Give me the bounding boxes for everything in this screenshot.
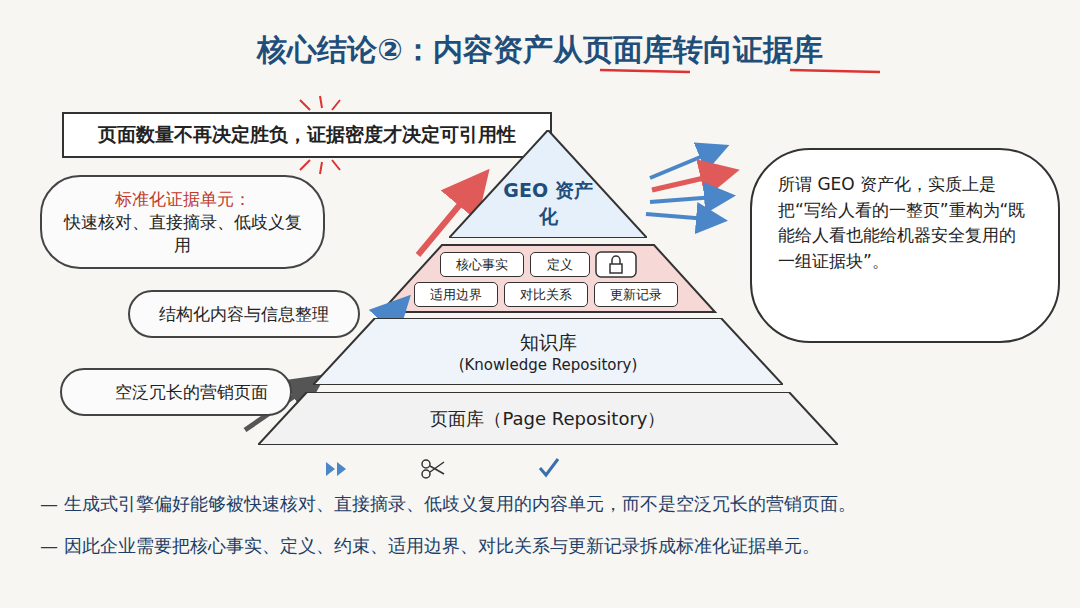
summary-line: — 生成式引擎偏好能够被快速核对、直接摘录、低歧义复用的内容单元，而不是空泛冗长… bbox=[40, 492, 856, 516]
node-text: 标准化证据单元： bbox=[115, 188, 251, 211]
thought-cloud: 结构化内容与信息整理 bbox=[128, 290, 360, 338]
evidence-chip: 适用边界 bbox=[414, 282, 498, 307]
node-subtext: (Knowledge Repository) bbox=[459, 356, 638, 374]
node-text: 对比关系 bbox=[520, 286, 572, 304]
node-text: 页面库（Page Repository） bbox=[430, 407, 665, 431]
pyramid-top: GEO 资产化 bbox=[449, 130, 647, 238]
node-text: 定义 bbox=[547, 256, 573, 274]
diagram-title: 核心结论②：内容资产从页面库转向证据库 bbox=[0, 30, 1080, 71]
node-text: 结构化内容与信息整理 bbox=[159, 303, 329, 326]
node-text: 更新记录 bbox=[610, 286, 662, 304]
evidence-chip: 定义 bbox=[530, 252, 590, 277]
node-subtext: 快速核对、直接摘录、低歧义复用 bbox=[60, 211, 305, 257]
node-text: 适用边界 bbox=[430, 286, 482, 304]
node-text: 页面数量不再决定胜负，证据密度才决定可引用性 bbox=[98, 122, 516, 148]
claim-box: 页面数量不再决定胜负，证据密度才决定可引用性 bbox=[62, 112, 552, 158]
pyramid-tier: 知识库(Knowledge Repository) bbox=[313, 318, 783, 385]
evidence-chip: 对比关系 bbox=[504, 282, 588, 307]
evidence-chip: 核心事实 bbox=[440, 252, 524, 277]
node-text: 所谓 GEO 资产化，实质上是把“写给人看的一整页”重构为“既能给人看也能给机器… bbox=[778, 172, 1032, 274]
pyramid-base: 页面库（Page Repository） bbox=[258, 392, 838, 445]
summary-line: — 因此企业需要把核心事实、定义、约束、适用边界、对比关系与更新记录拆成标准化证… bbox=[40, 534, 820, 558]
speech-bubble: 所谓 GEO 资产化，实质上是把“写给人看的一整页”重构为“既能给人看也能给机器… bbox=[750, 148, 1060, 343]
node-text: GEO 资产化 bbox=[498, 178, 598, 230]
evidence-chip: 更新记录 bbox=[594, 282, 678, 307]
thought-cloud: 空泛冗长的营销页面 bbox=[60, 368, 292, 416]
node-text: 核心事实 bbox=[456, 256, 508, 274]
node-text: 知识库 bbox=[520, 330, 577, 356]
thought-cloud: 标准化证据单元：快速核对、直接摘录、低歧义复用 bbox=[40, 175, 325, 269]
node-text: 空泛冗长的营销页面 bbox=[85, 381, 268, 404]
